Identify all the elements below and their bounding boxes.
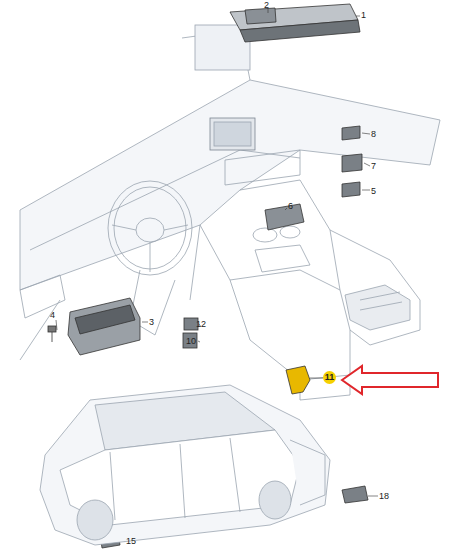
callout-number: 4 [50, 310, 55, 320]
callout-number: 6 [288, 201, 293, 211]
callout-number: 10 [186, 336, 196, 346]
callout-number: 5 [371, 186, 376, 196]
callout-number: 15 [126, 536, 136, 546]
callout-number: 2 [264, 0, 269, 10]
callout-number: 11 [323, 371, 336, 384]
callout-number: 18 [379, 491, 389, 501]
callout-number: 1 [361, 10, 366, 20]
callout-number: 7 [371, 161, 376, 171]
pointer-arrow [342, 366, 438, 394]
callout-number: 12 [196, 319, 206, 329]
callout-number: 8 [371, 129, 376, 139]
callout-number: 3 [149, 317, 154, 327]
